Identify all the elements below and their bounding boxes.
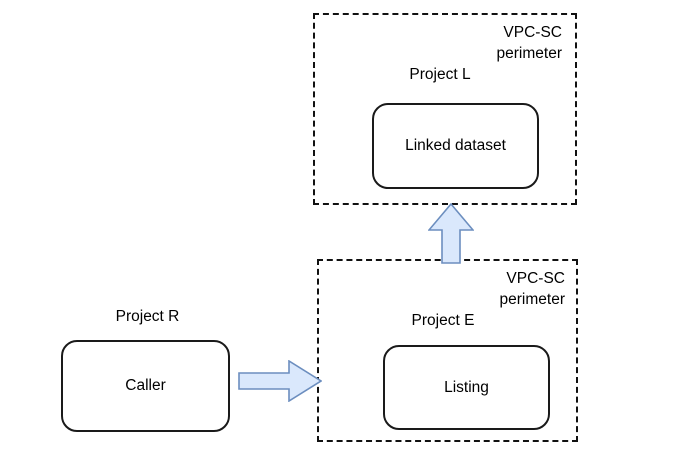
node-listing-label: Listing [444,378,489,396]
perimeter-label-bottom: VPC-SC perimeter [499,270,565,308]
right-block-arrow-icon [238,360,322,402]
node-caller-label: Caller [125,377,166,394]
up-block-arrow-icon [428,203,474,264]
perimeter-label-top: VPC-SC perimeter [496,24,562,62]
vpc-sc-perimeter-project-l [313,13,577,205]
project-label-r: Project R [115,308,180,325]
node-linked-dataset-label: Linked dataset [405,137,506,154]
node-caller[interactable]: Caller [61,340,230,432]
project-label-l: Project L [409,66,471,83]
node-linked-dataset[interactable]: Linked dataset [372,103,539,189]
node-listing[interactable]: Listing [383,345,550,430]
project-label-e: Project E [411,312,475,329]
